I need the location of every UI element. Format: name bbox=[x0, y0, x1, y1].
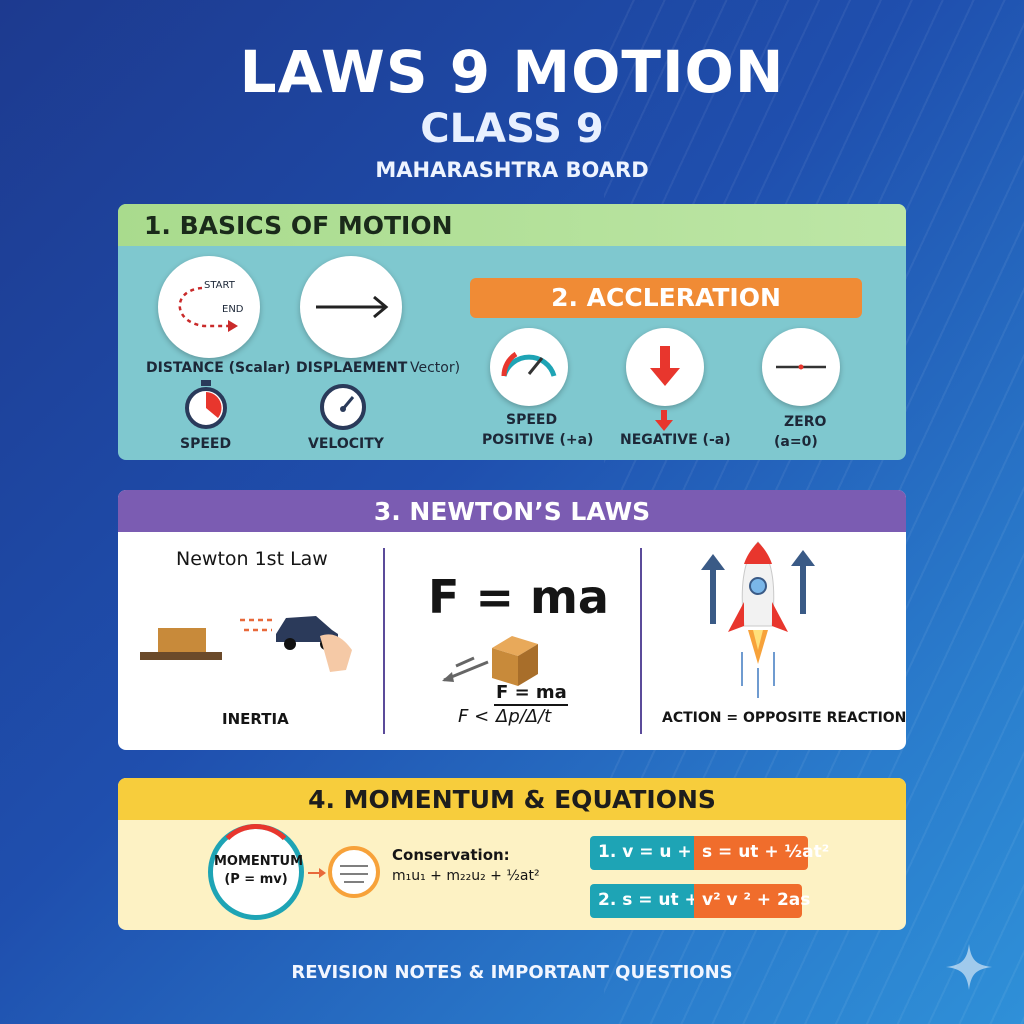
momentum-label: MOMENTUM bbox=[214, 854, 304, 869]
zero-equation: (a=0) bbox=[774, 434, 818, 450]
newtons-laws-card: 3. NEWTON’S LAWS Newton 1st Law INERTIA … bbox=[118, 490, 906, 750]
start-label: START bbox=[204, 280, 235, 291]
collision-icon bbox=[328, 846, 380, 898]
end-label: END bbox=[222, 304, 244, 315]
distance-label: DISTANCE (Scalar) bbox=[146, 360, 291, 376]
first-law-label: Newton 1st Law bbox=[176, 548, 328, 570]
equation-1b: s = ut + ½at² bbox=[694, 836, 829, 870]
page-title: LAWS 9 MOTION bbox=[239, 38, 785, 106]
equation-2b: v² v ² + 2as bbox=[694, 884, 810, 918]
negative-label: NEGATIVE (-a) bbox=[620, 432, 731, 448]
momentum-heading: 4. MOMENTUM & EQUATIONS bbox=[118, 778, 906, 820]
momentum-equations-card: 4. MOMENTUM & EQUATIONS MOMENTUM (P = mv… bbox=[118, 778, 906, 930]
conservation-label: Conservation: bbox=[392, 846, 510, 864]
positive-label: POSITIVE (+a) bbox=[482, 432, 594, 448]
footer-text: REVISION NOTES & IMPORTANT QUESTIONS bbox=[291, 962, 733, 983]
right-arrow-icon bbox=[308, 864, 326, 878]
equation-2a: 2. s = ut + at bbox=[590, 884, 724, 918]
p-mv-label: (P = mv) bbox=[224, 872, 288, 887]
sparkle-icon bbox=[944, 942, 994, 992]
divider-1 bbox=[383, 548, 385, 734]
vector-label: Vector) bbox=[410, 360, 461, 376]
force-formula: F = ma bbox=[428, 570, 609, 624]
momentum-circle bbox=[208, 824, 304, 920]
zero-label: ZERO bbox=[784, 414, 827, 430]
box-force-icon bbox=[438, 630, 548, 690]
inertia-illustration bbox=[140, 600, 360, 680]
class-subtitle: CLASS 9 bbox=[420, 106, 604, 152]
rocket-icon bbox=[698, 540, 818, 700]
divider-2 bbox=[640, 548, 642, 734]
speed-label: SPEED bbox=[180, 436, 232, 452]
velocity-label: VELOCITY bbox=[308, 436, 384, 452]
inertia-label: INERTIA bbox=[222, 710, 289, 728]
momentum-rate: Δp/Δ/t bbox=[496, 706, 552, 727]
acceleration-heading: 2. ACCLERATION bbox=[470, 278, 862, 318]
fraction-line bbox=[494, 704, 568, 706]
speedometer-icon bbox=[318, 382, 368, 430]
conservation-equation: m₁u₁ + m₂₂u₂ + ½at² bbox=[392, 868, 540, 884]
action-reaction-label: ACTION = OPPOSITE REACTION bbox=[662, 710, 906, 726]
small-down-arrow-icon bbox=[654, 410, 674, 432]
stopwatch-icon bbox=[184, 380, 228, 430]
accel-speed-label: SPEED bbox=[506, 412, 558, 428]
gauge-icon bbox=[490, 328, 568, 406]
momentum-ring-accent bbox=[213, 824, 299, 910]
force-less-than: F < bbox=[458, 706, 490, 727]
basics-of-motion-card: 1. BASICS OF MOTION START END DISTANCE (… bbox=[118, 204, 906, 460]
distance-path-icon: START END bbox=[158, 256, 260, 358]
equation-1a: 1. v = u + at bbox=[590, 836, 717, 870]
basics-heading: 1. BASICS OF MOTION bbox=[118, 204, 906, 246]
newton-heading: 3. NEWTON’S LAWS bbox=[118, 490, 906, 532]
displacement-arrow-icon bbox=[300, 256, 402, 358]
displacement-label: DISPLAEMENT bbox=[296, 360, 408, 376]
down-arrow-icon bbox=[626, 328, 704, 406]
zero-line-icon bbox=[762, 328, 840, 406]
force-formula-small: F = ma bbox=[496, 682, 567, 703]
board-subtitle: MAHARASHTRA BOARD bbox=[375, 158, 649, 182]
